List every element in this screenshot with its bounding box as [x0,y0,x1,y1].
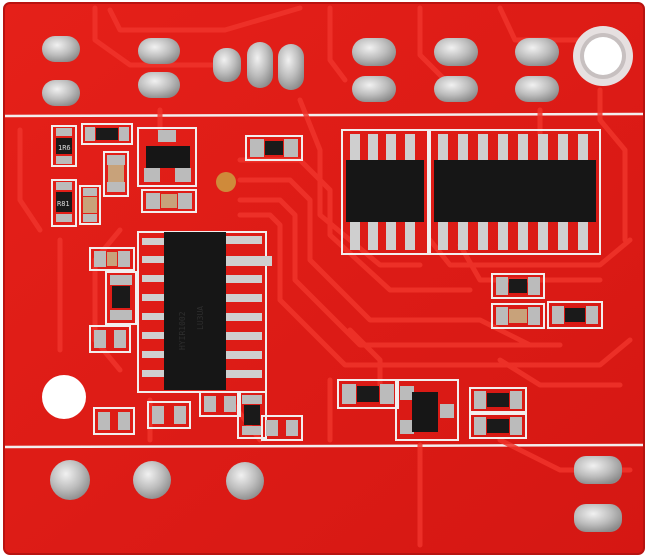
smd-cluster-lower [93,379,527,441]
top-pads [42,36,559,106]
chip-main: HYIR1002 LU3UA [137,231,272,393]
board-edge [3,2,645,555]
silk-line-bottom [3,443,645,449]
chip-main-marking-2: LU3UA [196,306,205,330]
smd-cluster-right [491,273,603,329]
mounting-hole-left [42,375,86,419]
chip-right-small [341,129,429,255]
label-r1: 1R6 [58,144,71,152]
chip-main-pins-right [226,236,272,378]
traces [17,5,633,548]
mounting-hole-top-right [573,26,633,86]
bottom-pads [50,456,622,532]
chip-main-body [164,232,226,390]
label-r2: R81 [57,200,70,208]
smd-cluster-left [89,247,137,353]
silk-line-top [3,112,645,118]
chip-main-marking: HYIR1002 [178,311,187,350]
smd-cluster-top-left: 1R6 R81 [51,123,303,227]
chip-main-pins-left [142,238,166,377]
chip-right-big [429,129,601,255]
